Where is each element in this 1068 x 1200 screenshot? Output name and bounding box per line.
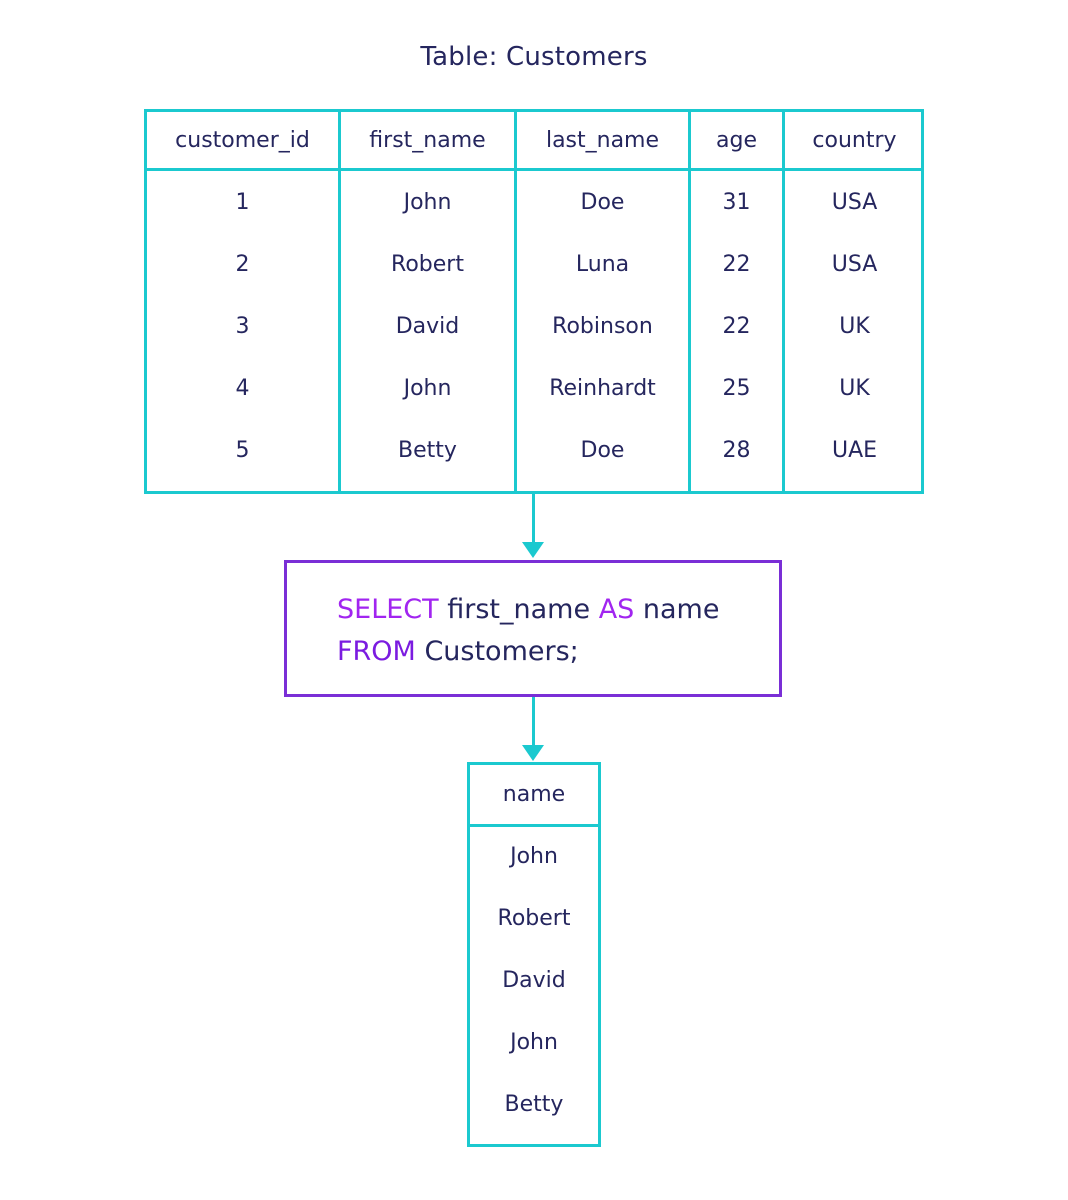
column-header-customer-id: customer_id [175,128,310,153]
cell-last-name: Robinson [552,314,653,339]
keyword-from: FROM [337,636,416,667]
result-header-row [470,765,598,827]
column-header-age: age [716,128,757,153]
table-name: Customers; [424,636,579,667]
column-divider [338,112,341,491]
cell-age: 28 [722,438,751,463]
result-cell-name: Betty [504,1092,564,1117]
column-header-country: country [812,128,897,153]
cell-customer-id: 1 [235,190,250,215]
cell-country: UK [839,314,870,339]
cell-last-name: Doe [580,438,625,463]
column-header-first-name: first_name [369,128,486,153]
cell-customer-id: 4 [235,376,250,401]
cell-last-name: Doe [580,190,625,215]
diagram-title: Table: Customers [420,42,648,72]
cell-age: 31 [722,190,751,215]
result-cell-name: David [502,968,566,993]
cell-country: USA [831,190,878,215]
cell-first-name: Betty [398,438,457,463]
customers-table: customer_id first_name last_name age cou… [144,109,924,494]
query-line-select: SELECT first_name AS name [337,593,719,627]
keyword-as: AS [598,594,635,625]
cell-age: 25 [722,376,751,401]
cell-country: UAE [831,438,878,463]
select-column: first_name [447,594,591,625]
cell-first-name: John [403,376,452,401]
arrow-down-icon [522,542,544,558]
result-table: name John Robert David John Betty [467,762,601,1147]
cell-age: 22 [722,314,751,339]
cell-customer-id: 3 [235,314,250,339]
cell-country: UK [839,376,870,401]
result-cell-name: John [510,844,558,869]
column-divider [514,112,517,491]
sql-query-box: SELECT first_name AS name FROM Customers… [284,560,782,697]
cell-country: USA [831,252,878,277]
keyword-select: SELECT [337,594,439,625]
column-header-name: name [502,782,566,807]
column-divider [688,112,691,491]
cell-first-name: David [395,314,460,339]
cell-last-name: Reinhardt [549,376,656,401]
customers-header-row [147,112,921,171]
query-line-from: FROM Customers; [337,635,579,669]
cell-last-name: Luna [575,252,630,277]
column-divider [782,112,785,491]
result-cell-name: Robert [497,906,571,931]
cell-age: 22 [722,252,751,277]
column-header-last-name: last_name [545,128,660,153]
cell-first-name: Robert [391,252,464,277]
cell-first-name: John [403,190,452,215]
arrow-down-icon [522,745,544,761]
column-alias: name [642,594,720,625]
result-cell-name: John [510,1030,558,1055]
arrow-to-query-line [532,494,535,544]
cell-customer-id: 2 [235,252,250,277]
cell-customer-id: 5 [235,438,250,463]
arrow-to-result-line [532,697,535,747]
